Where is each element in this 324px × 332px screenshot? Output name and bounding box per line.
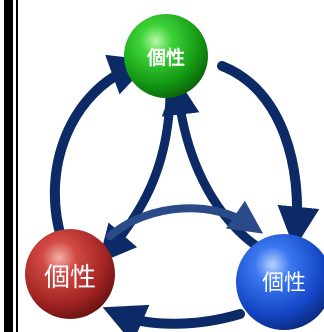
node-top: 個性 xyxy=(124,14,208,98)
node-left-label: 個性 xyxy=(44,263,96,293)
arrow-top-to-right xyxy=(222,66,297,232)
node-right: 個性 xyxy=(236,234,324,330)
node-top-label: 個性 xyxy=(146,46,185,69)
node-right-label: 個性 xyxy=(262,271,306,296)
node-left: 個性 xyxy=(25,229,115,319)
arrow-left-to-top xyxy=(55,66,136,240)
arrow-right-to-left xyxy=(118,314,240,324)
